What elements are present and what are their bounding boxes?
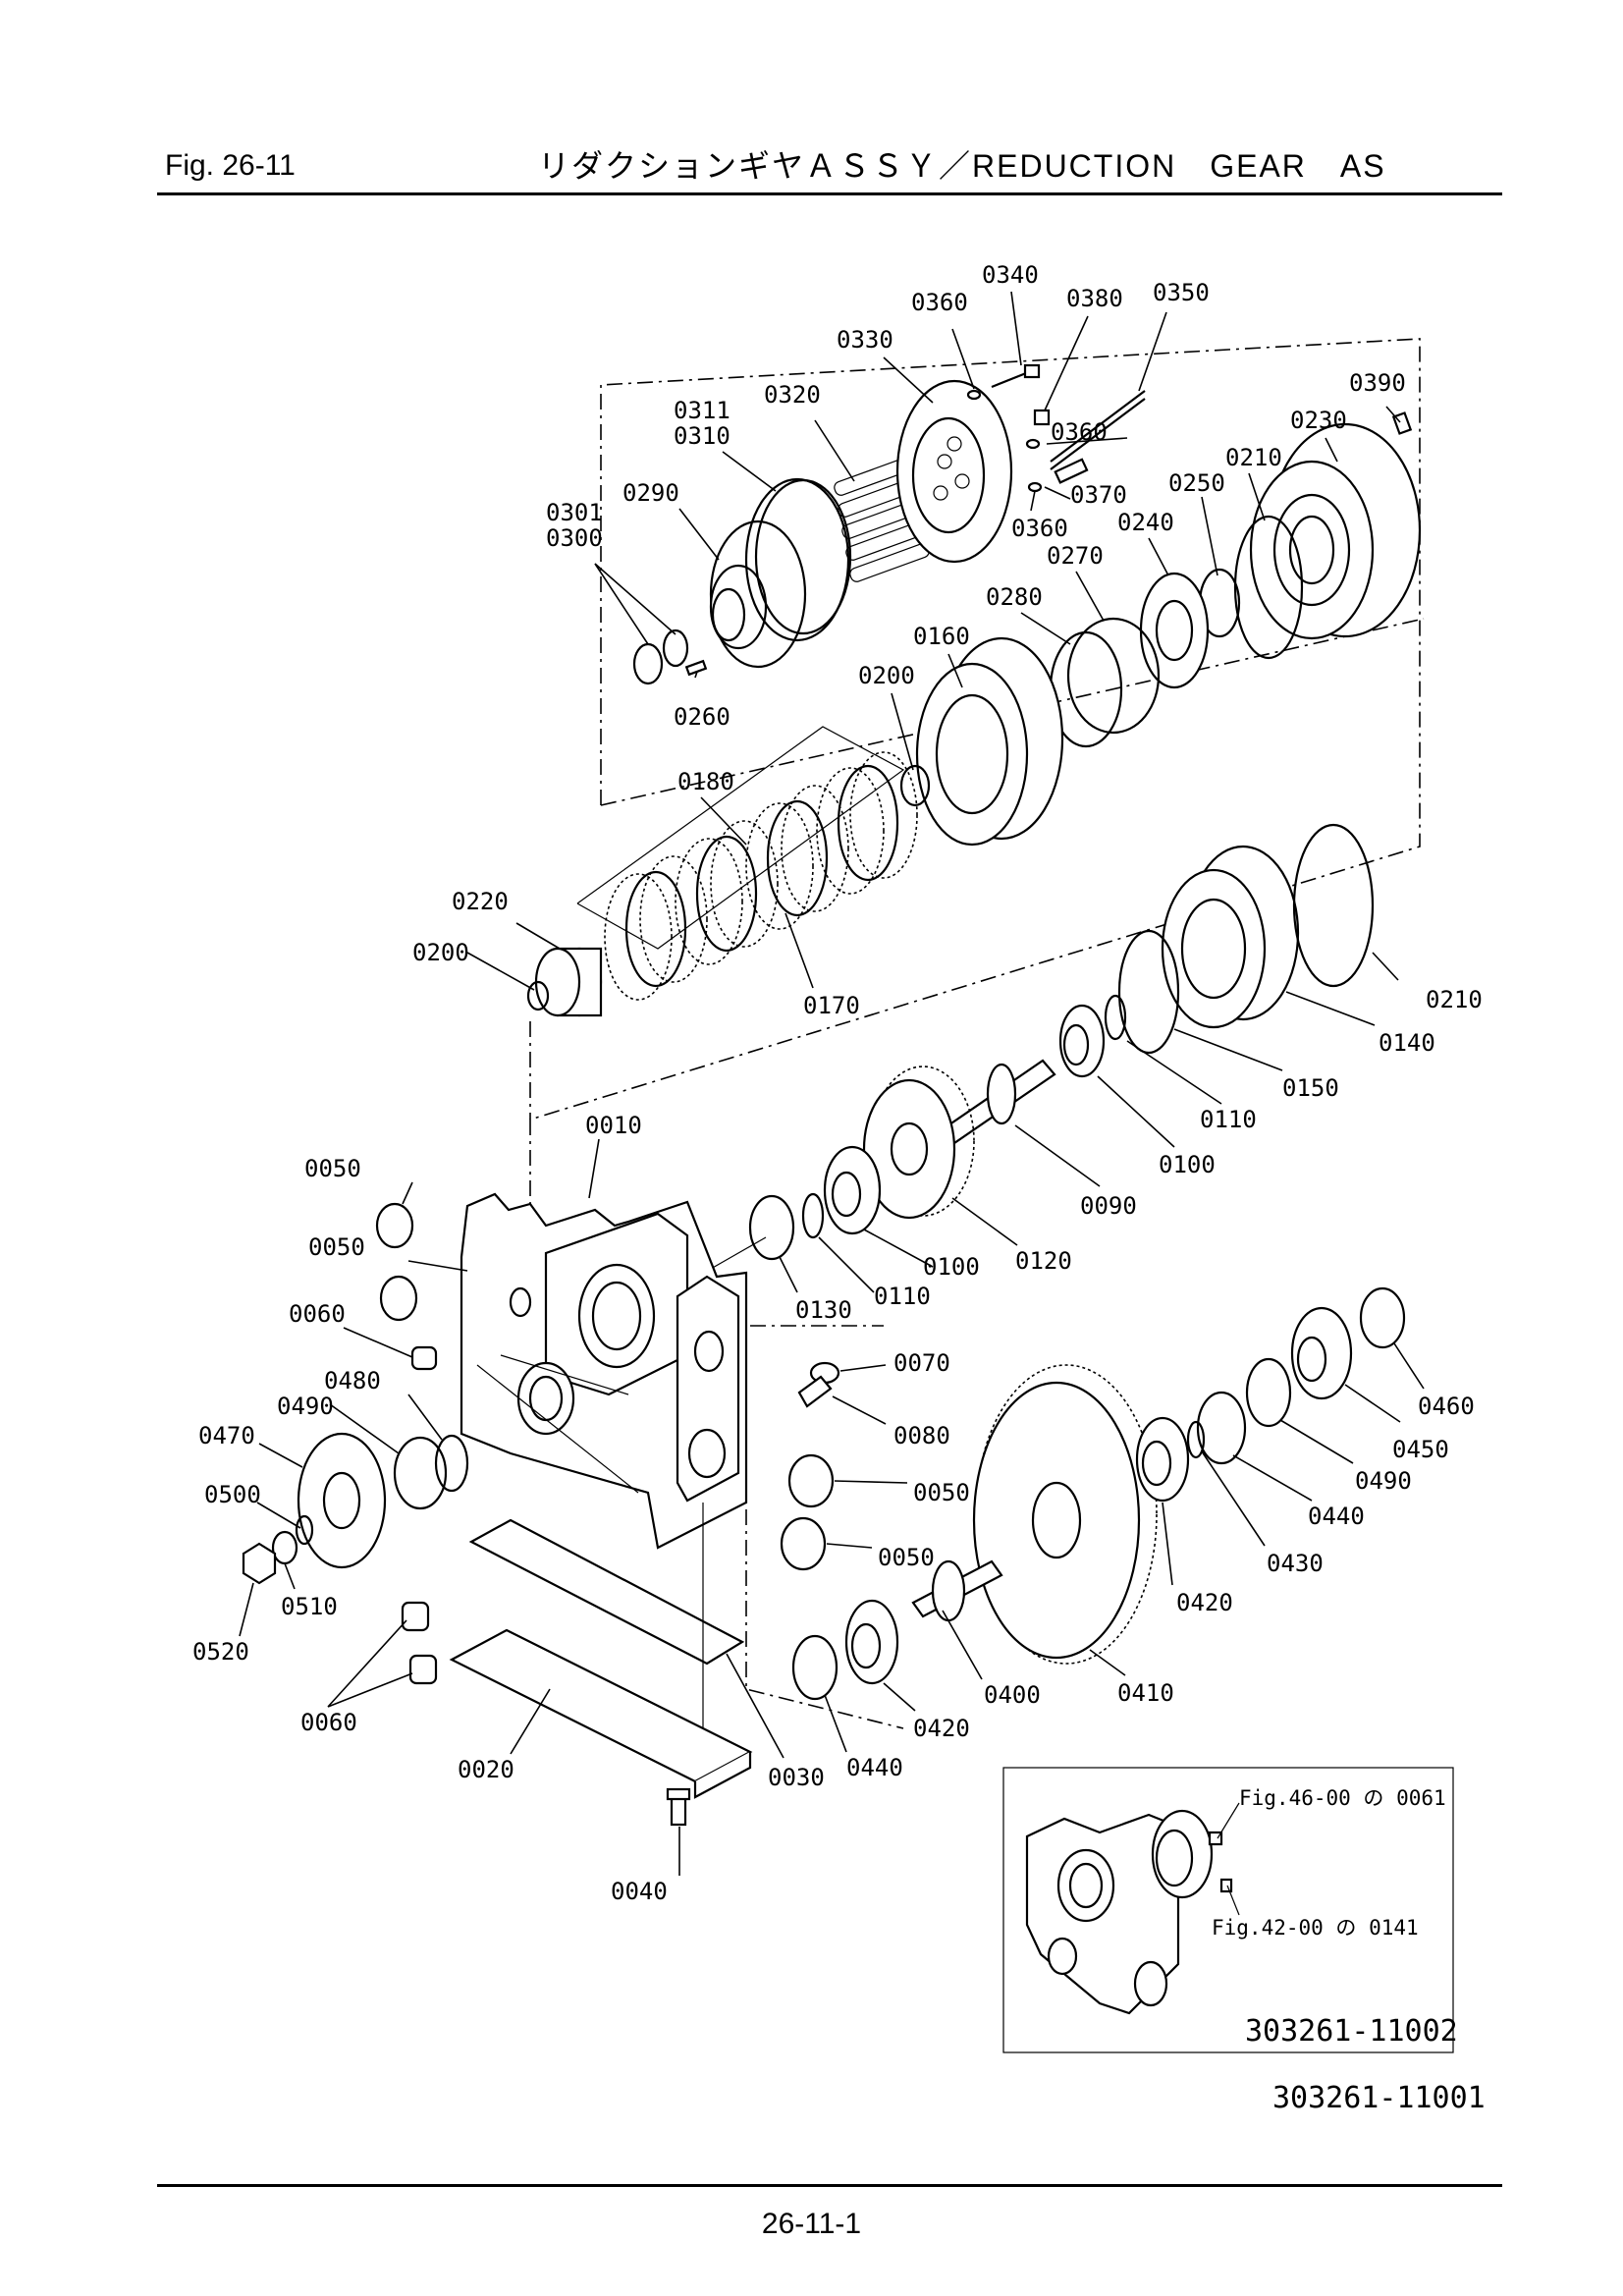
callout-label: 0460 (1418, 1393, 1475, 1420)
inset-drawing-number: 303261-11002 (1245, 2014, 1458, 2049)
callout-label: 0340 (982, 261, 1039, 289)
callout-label: 0360 (1051, 418, 1108, 446)
callout-label: 0350 (1153, 279, 1210, 306)
callout-label: 0200 (858, 662, 915, 689)
callout-label: 0180 (677, 768, 734, 795)
callout-label: 0120 (1015, 1247, 1072, 1275)
callout-label: 0480 (324, 1367, 381, 1394)
inset-ref-label: Fig.46-00 の 0061 (1239, 1786, 1446, 1810)
callout-label: 0440 (846, 1754, 903, 1781)
callout-label: 0150 (1282, 1074, 1339, 1102)
callout-label: 0140 (1379, 1029, 1435, 1057)
callout-label: 0100 (1159, 1151, 1216, 1178)
callout-label: 0110 (874, 1283, 931, 1310)
callout-label: 0280 (986, 583, 1043, 611)
callout-label: 0260 (674, 703, 730, 731)
callout-label: 0440 (1308, 1503, 1365, 1530)
shaft-group (696, 823, 1375, 1278)
callout-label: 0390 (1349, 369, 1406, 397)
inset-view: Fig.46-00 の 0061 Fig.42-00 の 0141 303261… (1002, 1767, 1458, 2053)
callout-label: 0130 (795, 1296, 852, 1324)
callout-label: 0290 (622, 479, 679, 507)
callout-label: 0410 (1117, 1679, 1174, 1707)
callout-label: 0360 (911, 289, 968, 316)
callout-label: 0070 (893, 1349, 950, 1377)
callout-label: 0270 (1047, 542, 1104, 570)
callout-label: 0490 (1355, 1467, 1412, 1495)
callout-label: 0380 (1066, 285, 1123, 312)
drawing-number: 303261-11001 (1272, 2081, 1486, 2115)
callout-label: 0430 (1267, 1550, 1324, 1577)
right-parts-group (780, 1286, 1406, 1701)
callout-label: 0311 (674, 397, 730, 424)
clutch-plate-group (526, 726, 918, 1120)
figure-number: Fig. 26-11 (165, 149, 296, 182)
callout-label: 0420 (1176, 1589, 1233, 1616)
footer-rule (157, 2184, 1502, 2187)
callout-label: 0520 (192, 1638, 249, 1666)
piston-cover-group (529, 338, 1425, 1327)
callout-label: 0080 (893, 1422, 950, 1449)
callout-label: 0220 (452, 888, 509, 915)
callout-label: 0420 (913, 1715, 970, 1742)
callout-label: 0510 (281, 1593, 338, 1620)
callout-label: 0040 (611, 1878, 668, 1905)
callout-label: 0301 (546, 499, 603, 526)
callout-label: 0490 (277, 1393, 334, 1420)
callout-label: 0100 (923, 1253, 980, 1281)
callout-label: 0470 (198, 1422, 255, 1449)
callout-label: 0310 (674, 422, 730, 450)
callout-label: 0400 (984, 1681, 1041, 1709)
gear-case (460, 1192, 904, 1729)
callout-label: 0160 (913, 623, 970, 650)
callout-label: 0030 (768, 1764, 825, 1791)
callout-label: 0050 (304, 1155, 361, 1182)
left-parts-group (242, 1202, 753, 1827)
callout-labels: 0340 0360 0380 0350 0330 0390 0311 0310 … (192, 261, 1483, 1905)
callout-label: 0360 (1011, 515, 1068, 542)
callout-label: 0170 (803, 992, 860, 1019)
callout-label: 0110 (1200, 1106, 1257, 1133)
callout-label: 0300 (546, 524, 603, 552)
callout-label: 0010 (585, 1112, 642, 1139)
callout-label: 0210 (1225, 444, 1282, 471)
callout-label: 0050 (878, 1544, 935, 1571)
callout-label: 0240 (1117, 509, 1174, 536)
inset-ref-label: Fig.42-00 の 0141 (1212, 1916, 1419, 1940)
header-rule (157, 192, 1502, 195)
figure-title: リダクションギヤＡＳＳＹ／REDUCTION GEAR AS (538, 148, 1386, 184)
callout-label: 0320 (764, 381, 821, 409)
callout-label: 0090 (1080, 1192, 1137, 1220)
callout-label: 0330 (837, 326, 893, 354)
callout-label: 0060 (289, 1300, 346, 1328)
callout-label: 0060 (300, 1709, 357, 1736)
callout-label: 0500 (204, 1481, 261, 1508)
page-number: 26-11-1 (761, 2208, 862, 2240)
callout-label: 0230 (1290, 407, 1347, 434)
leader-lines (239, 291, 1425, 1876)
callout-label: 0250 (1168, 469, 1225, 497)
callout-label: 0200 (412, 939, 469, 966)
callout-label: 0210 (1426, 986, 1483, 1013)
callout-label: 0450 (1392, 1436, 1449, 1463)
callout-label: 0050 (308, 1233, 365, 1261)
callout-label: 0370 (1070, 481, 1127, 509)
callout-label: 0050 (913, 1479, 970, 1506)
callout-label: 0020 (458, 1756, 514, 1783)
